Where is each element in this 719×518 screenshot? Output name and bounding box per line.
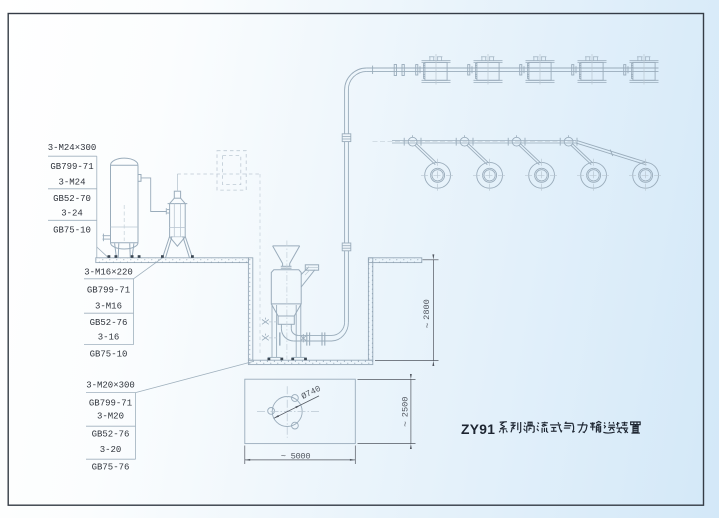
- svg-text:GB799-71: GB799-71: [89, 399, 132, 409]
- svg-text:3-20: 3-20: [100, 445, 122, 455]
- svg-text:GB75-10: GB75-10: [53, 225, 91, 235]
- svg-text:~: ~: [400, 421, 411, 427]
- svg-text:3-M20×300: 3-M20×300: [86, 381, 135, 391]
- svg-text:3-16: 3-16: [98, 332, 120, 342]
- svg-text:3-M16×220: 3-M16×220: [84, 268, 133, 278]
- svg-text:~ 5000: ~ 5000: [281, 451, 311, 461]
- svg-text:3-M20: 3-M20: [97, 412, 124, 422]
- svg-text:3-M16: 3-M16: [95, 301, 122, 311]
- svg-text:3-M24×300: 3-M24×300: [48, 143, 97, 153]
- svg-text:Ø740: Ø740: [300, 384, 323, 402]
- svg-text:ZY91: ZY91: [461, 422, 495, 437]
- svg-text:2500: 2500: [400, 397, 410, 418]
- svg-text:GB52-76: GB52-76: [92, 429, 130, 439]
- svg-text:GB52-76: GB52-76: [90, 318, 128, 328]
- svg-text:~: ~: [422, 322, 433, 328]
- svg-text:2800: 2800: [422, 299, 432, 320]
- svg-text:GB75-76: GB75-76: [92, 463, 130, 473]
- svg-text:GB52-70: GB52-70: [53, 194, 91, 204]
- svg-text:3-24: 3-24: [61, 208, 83, 218]
- svg-text:3-M24: 3-M24: [58, 177, 85, 187]
- svg-text:GB75-10: GB75-10: [90, 349, 128, 359]
- svg-text:GB799-71: GB799-71: [87, 286, 130, 296]
- svg-text:GB799-71: GB799-71: [50, 162, 93, 172]
